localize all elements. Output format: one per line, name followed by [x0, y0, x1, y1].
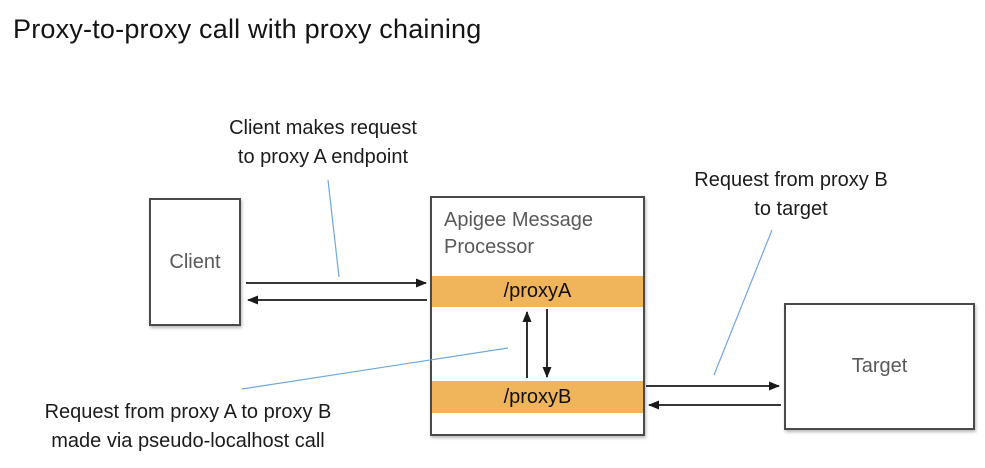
annotation-client-request: Client makes request to proxy A endpoint	[229, 117, 417, 168]
client-node-label: Client	[169, 250, 221, 273]
proxyb-endpoint-bar: /proxyB	[432, 381, 643, 413]
target-node-label: Target	[851, 355, 908, 377]
proxya-endpoint-label: /proxyA	[503, 280, 572, 302]
message-processor-node: Apigee Message Processor /proxyA /proxyB	[430, 196, 645, 436]
diagram-title: Proxy-to-proxy call with proxy chaining	[13, 14, 482, 44]
annotation-proxyb-to-target: Request from proxy B to target	[694, 169, 888, 220]
leader-line-client-request	[327, 179, 340, 278]
leader-line-proxyb-target	[713, 229, 773, 376]
message-processor-label: Apigee Message Processor	[444, 209, 593, 258]
target-node: Target	[784, 303, 975, 430]
proxya-endpoint-bar: /proxyA	[432, 276, 643, 307]
annotation-proxya-to-proxyb: Request from proxy A to proxy B made via…	[44, 401, 332, 452]
client-node: Client	[149, 198, 241, 326]
proxyb-endpoint-label: /proxyB	[503, 385, 572, 408]
